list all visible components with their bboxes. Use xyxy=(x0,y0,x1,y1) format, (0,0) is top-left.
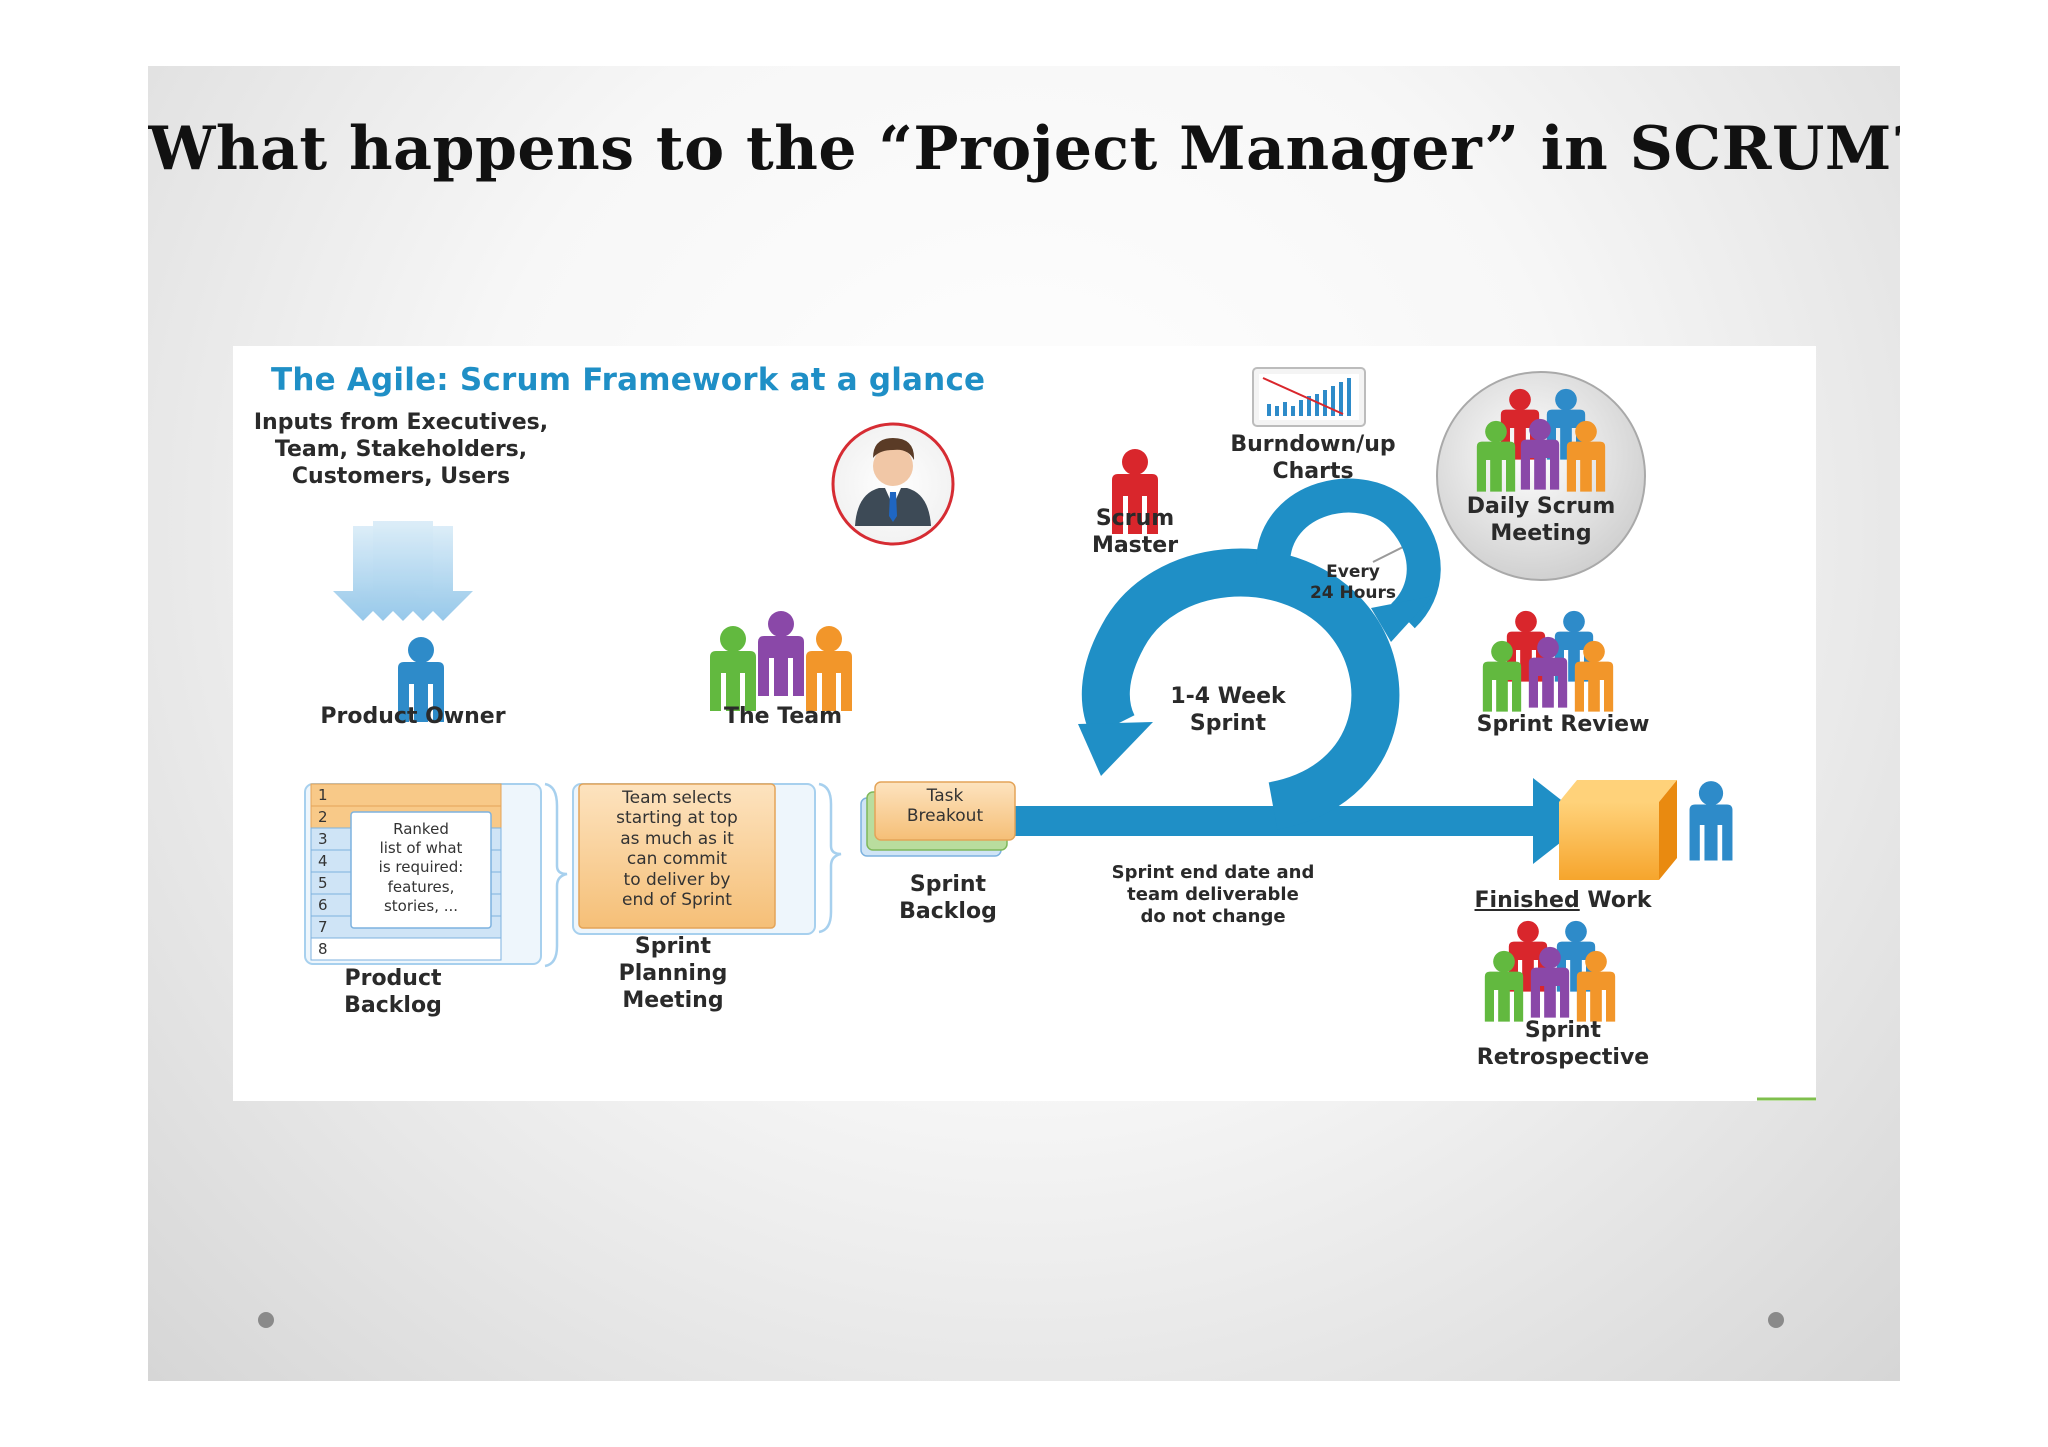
finished-work-label: Finished Work xyxy=(1463,861,1663,915)
backlog-number-7: 7 xyxy=(318,918,328,936)
backlog-number-4: 4 xyxy=(318,852,328,870)
manager-avatar-icon xyxy=(831,422,955,546)
inputs-label: Inputs from Executives, Team, Stakeholde… xyxy=(253,410,549,489)
daily-scrum-label: Daily Scrum Meeting xyxy=(1466,494,1616,546)
scrum-master-label: Scrum Master xyxy=(1091,506,1179,558)
sprint-review-label: Sprint Review xyxy=(1476,712,1650,737)
the-team-label: The Team xyxy=(723,704,843,729)
sprint-retrospective-label: Sprint Retrospective xyxy=(1476,1018,1650,1070)
backlog-number-3: 3 xyxy=(318,830,328,848)
sprint-planning-note xyxy=(572,782,842,935)
sprint-end-note: Sprint end date and team deliverable do … xyxy=(1111,862,1315,927)
finished-word: Finished xyxy=(1474,887,1580,913)
sprint-backlog-label: Sprint Backlog xyxy=(899,872,997,924)
product-owner-label: Product Owner xyxy=(320,704,506,729)
team-group-icon xyxy=(710,611,852,711)
task-breakout-stack xyxy=(860,781,1016,857)
right-bullet-dot xyxy=(1768,1312,1784,1328)
backlog-number-2: 2 xyxy=(318,808,328,826)
slide: What happens to the “Project Manager” in… xyxy=(148,66,1900,1381)
sprint-retrospective-icon xyxy=(1484,920,1616,1022)
left-bullet-dot xyxy=(258,1312,274,1328)
diagram-graphics xyxy=(304,367,1816,1101)
task-breakout-label: Task Breakout xyxy=(906,786,984,827)
burndown-chart-icon xyxy=(1252,367,1366,427)
product-backlog-list xyxy=(304,782,568,968)
daily-scrum-bubble xyxy=(1372,371,1646,581)
backlog-number-5: 5 xyxy=(318,874,328,892)
framework-title: The Agile: Scrum Framework at a glance xyxy=(271,362,986,398)
sprint-planning-label: Sprint Planning Meeting xyxy=(618,934,728,1013)
backlog-number-8: 8 xyxy=(318,940,328,958)
scrum-framework-diagram: The Agile: Scrum Framework at a glance I… xyxy=(233,346,1816,1101)
burndown-label: Burndown/up Charts xyxy=(1230,432,1396,484)
sprint-cycle-arrows xyxy=(993,478,1588,864)
backlog-number-6: 6 xyxy=(318,896,328,914)
sprint-review-icon xyxy=(1482,610,1614,712)
sprint-cycle-label: 1-4 Week Sprint xyxy=(1170,684,1286,736)
slide-title: What happens to the “Project Manager” in… xyxy=(148,114,1900,184)
product-backlog-label: Product Backlog xyxy=(344,966,442,1018)
finished-box-icon xyxy=(1559,780,1733,880)
planning-note: Team selects starting at top as much as … xyxy=(616,788,738,910)
work-word: Work xyxy=(1579,887,1652,913)
backlog-note: Ranked list of what is required: feature… xyxy=(378,820,464,915)
every-24-hours-label: Every 24 Hours xyxy=(1309,562,1397,603)
inputs-arrows xyxy=(333,521,473,621)
backlog-number-1: 1 xyxy=(318,786,328,804)
